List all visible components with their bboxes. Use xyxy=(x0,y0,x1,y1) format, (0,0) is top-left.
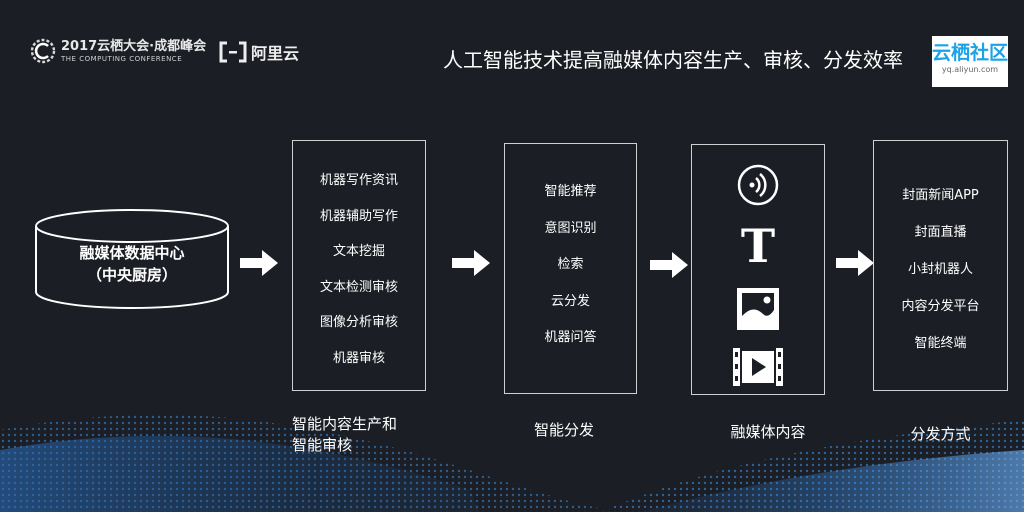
flow-arrow-1-icon xyxy=(240,250,278,276)
intelligent-distribution-list: 智能推荐 意图识别 检索 云分发 机器问答 xyxy=(505,174,636,357)
conference-mark-icon xyxy=(30,38,56,64)
caption-line: 智能分发 xyxy=(533,421,594,439)
list-item: 机器辅助写作 xyxy=(319,208,398,224)
yunqi-watermark: 云栖社区 yq.aliyun.com xyxy=(932,36,1008,87)
list-item: 小封机器人 xyxy=(907,262,973,277)
list-item: 意图识别 xyxy=(544,220,597,236)
list-item: 内容分发平台 xyxy=(901,299,980,314)
caption-line: 分发方式 xyxy=(910,425,971,443)
list-item: 检索 xyxy=(557,257,584,272)
distribution-channels-box: 封面新闻APP 封面直播 小封机器人 内容分发平台 智能终端 xyxy=(873,140,1008,391)
slide-title: 人工智能技术提高融媒体内容生产、审核、分发效率 xyxy=(443,48,903,72)
caption-line: 智能内容生产和 xyxy=(292,415,398,433)
flow-arrow-2-icon xyxy=(452,250,490,276)
watermark-url: yq.aliyun.com xyxy=(941,65,999,74)
database-label-line2: （中央厨房） xyxy=(86,266,177,284)
content-production-box: 机器写作资讯 机器辅助写作 文本挖掘 文本检测审核 图像分析审核 机器审核 xyxy=(292,140,426,391)
audio-wave-icon xyxy=(737,164,779,206)
distribution-channels-caption: 分发方式 xyxy=(873,424,1008,445)
flow-arrow-4-icon xyxy=(836,250,874,276)
media-content-caption: 融媒体内容 xyxy=(701,422,835,443)
list-item: 智能终端 xyxy=(914,336,967,351)
conference-title: 2017云栖大会·成都峰会 xyxy=(61,38,207,54)
conference-logo: 2017云栖大会·成都峰会 THE COMPUTING CONFERENCE xyxy=(30,38,206,64)
conference-subtitle: THE COMPUTING CONFERENCE xyxy=(61,54,183,63)
list-item: 文本检测审核 xyxy=(319,279,398,295)
list-item: 机器审核 xyxy=(332,350,385,366)
aliyun-name: 阿里云 xyxy=(251,44,300,63)
aliyun-logo: 阿里云 xyxy=(218,40,299,64)
content-production-caption: 智能内容生产和 智能审核 xyxy=(292,414,426,456)
database-cylinder-icon xyxy=(35,209,229,309)
list-item: 图像分析审核 xyxy=(319,315,398,330)
content-production-list: 机器写作资讯 机器辅助写作 文本挖掘 文本检测审核 图像分析审核 机器审核 xyxy=(293,163,425,376)
aliyun-bracket-icon xyxy=(219,41,247,63)
image-icon xyxy=(737,288,779,330)
list-item: 封面新闻APP xyxy=(902,188,979,203)
flow-arrow-3-icon xyxy=(650,252,688,278)
database-label: 融媒体数据中心 （中央厨房） xyxy=(34,242,230,286)
caption-line: 融媒体内容 xyxy=(730,423,806,441)
intelligent-distribution-box: 智能推荐 意图识别 检索 云分发 机器问答 xyxy=(504,143,637,394)
list-item: 机器问答 xyxy=(544,330,597,345)
intelligent-distribution-caption: 智能分发 xyxy=(504,420,624,441)
list-item: 智能推荐 xyxy=(544,184,597,199)
list-item: 文本挖掘 xyxy=(332,244,385,259)
database-label-line1: 融媒体数据中心 xyxy=(79,244,185,262)
list-item: 云分发 xyxy=(550,293,590,309)
distribution-channels-list: 封面新闻APP 封面直播 小封机器人 内容分发平台 智能终端 xyxy=(874,177,1007,362)
caption-line: 智能审核 xyxy=(292,436,353,454)
media-content-box: T xyxy=(691,144,825,395)
list-item: 机器写作资讯 xyxy=(319,173,398,188)
list-item: 封面直播 xyxy=(914,225,967,240)
video-icon xyxy=(733,348,783,386)
watermark-name: 云栖社区 xyxy=(932,42,1009,64)
text-t-icon: T xyxy=(740,219,776,273)
